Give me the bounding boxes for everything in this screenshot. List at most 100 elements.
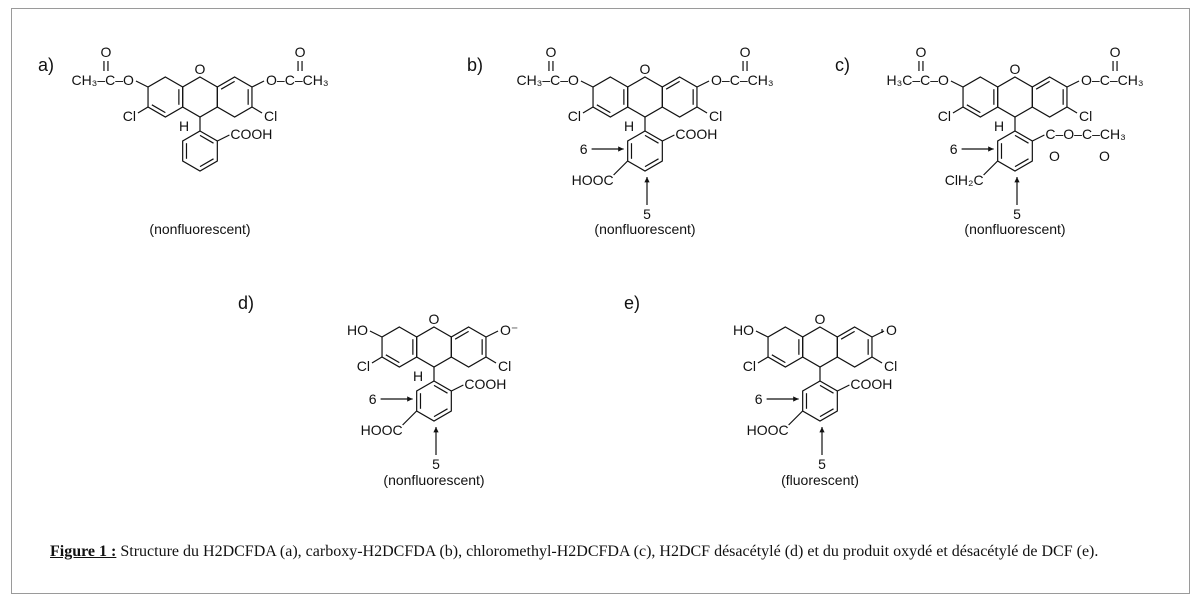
fluorescence-status-label: (nonfluorescent) [149, 221, 250, 237]
xanthene-left-ring [962, 76, 999, 118]
position-5-label: 5 [643, 206, 651, 222]
double-bond-line [596, 104, 611, 114]
left-group-label: H₃C–C–O [886, 72, 949, 88]
double-bond-line [433, 384, 448, 394]
xanthene-right-ring [1031, 76, 1068, 118]
double-bond-line [644, 158, 659, 168]
double-bond-line [433, 408, 448, 418]
position-6-label: 6 [369, 391, 377, 407]
hydrogen-label: H [413, 368, 423, 384]
ring-oxygen-label: O [1010, 61, 1021, 77]
ring-oxygen-label: O [195, 61, 206, 77]
bond-line [485, 330, 499, 338]
position-5-label: 5 [432, 456, 440, 472]
right-chlorine-label: Cl [1079, 108, 1092, 124]
xanthene-left-ring [147, 76, 184, 118]
position-5-arrow-head [433, 427, 439, 433]
hydrogen-label: H [624, 118, 634, 134]
panel-letter-label: e) [624, 293, 640, 313]
right-group-label: O [886, 322, 897, 338]
right-carbonyl-oxygen: O [1110, 44, 1121, 60]
xanthene-left-ring [381, 326, 418, 368]
xanthene-central-ring [416, 326, 452, 368]
left-chlorine-label: Cl [123, 108, 136, 124]
xanthene-central-ring [182, 76, 218, 118]
left-group-label: CH₃–C–O [71, 72, 134, 88]
position-6-arrow-head [407, 396, 413, 402]
left-carbonyl-oxygen: O [546, 44, 557, 60]
bond-line [983, 160, 999, 176]
double-bond-line [819, 384, 834, 394]
fluorescence-status-label: (nonfluorescent) [964, 221, 1065, 237]
right-chlorine-label: Cl [498, 358, 511, 374]
left-carbonyl-oxygen: O [101, 44, 112, 60]
position-6-label: 6 [950, 141, 958, 157]
xanthene-left-ring [592, 76, 629, 118]
fluorescence-status-label: (fluorescent) [781, 472, 859, 488]
double-bond-line [1014, 134, 1029, 144]
xanthene-right-ring [836, 326, 873, 368]
left-chlorine-label: Cl [743, 358, 756, 374]
panel-letter-label: b) [467, 55, 483, 75]
position-5-label: 5 [1013, 206, 1021, 222]
position-5-label: 5 [818, 456, 826, 472]
right-chlorine-label: Cl [709, 108, 722, 124]
acid-group-label: COOH [675, 126, 717, 142]
bond-line [952, 106, 964, 114]
position-5-arrow-head [1014, 177, 1020, 183]
pendant-phenyl-ring [182, 130, 218, 172]
ring-substituent-label: ClH₂C [945, 172, 984, 188]
acid-group-label: COOH [464, 376, 506, 392]
hydrogen-label: H [994, 118, 1004, 134]
position-5-arrow-head [819, 427, 825, 433]
bond-line [662, 134, 675, 142]
bond-line [135, 80, 149, 88]
panel-letter-label: a) [38, 55, 54, 75]
bond-line [137, 106, 149, 114]
bond-line [451, 384, 464, 392]
bond-line [837, 384, 850, 392]
bond-line [755, 330, 769, 338]
bond-line [696, 80, 710, 88]
xanthene-right-ring [661, 76, 698, 118]
acid-group-label: COOH [230, 126, 272, 142]
acid-group-label: COOH [850, 376, 892, 392]
bond-line [696, 106, 708, 114]
right-carbonyl-oxygen: O [740, 44, 751, 60]
right-group-label: O–C–CH₃ [1081, 72, 1144, 88]
bond-line [1066, 106, 1078, 114]
double-bond-line [644, 134, 659, 144]
ring-substituent-label: HOOC [361, 422, 403, 438]
ring-substituent-label: HOOC [747, 422, 789, 438]
right-carbonyl-oxygen: O [295, 44, 306, 60]
xanthene-central-ring [997, 76, 1033, 118]
ester-oxygen-label: O [1099, 148, 1110, 164]
position-6-label: 6 [755, 391, 763, 407]
caption-label: Figure 1 : [50, 543, 117, 560]
double-bond-line [151, 104, 166, 114]
pendant-phenyl-ring [416, 380, 452, 422]
left-group-label: CH₃–C–O [516, 72, 579, 88]
bond-line [251, 80, 265, 88]
double-bond-line [665, 80, 680, 90]
panel-letter-label: c) [835, 55, 850, 75]
bond-line [757, 356, 769, 364]
xanthene-right-ring [216, 76, 253, 118]
left-group-label: HO [733, 322, 754, 338]
position-6-arrow-head [793, 396, 799, 402]
ring-oxygen-label: O [815, 311, 826, 327]
double-bond-line [220, 80, 235, 90]
right-group-label: O⁻ [500, 322, 518, 338]
right-group-label: O–C–CH₃ [266, 72, 329, 88]
double-bond-line [1035, 80, 1050, 90]
fluorescence-status-label: (nonfluorescent) [383, 472, 484, 488]
double-bond-line [819, 408, 834, 418]
double-bond-line [1014, 158, 1029, 168]
left-group-label: HO [347, 322, 368, 338]
panel-letter-label: d) [238, 293, 254, 313]
bond-line [369, 330, 383, 338]
